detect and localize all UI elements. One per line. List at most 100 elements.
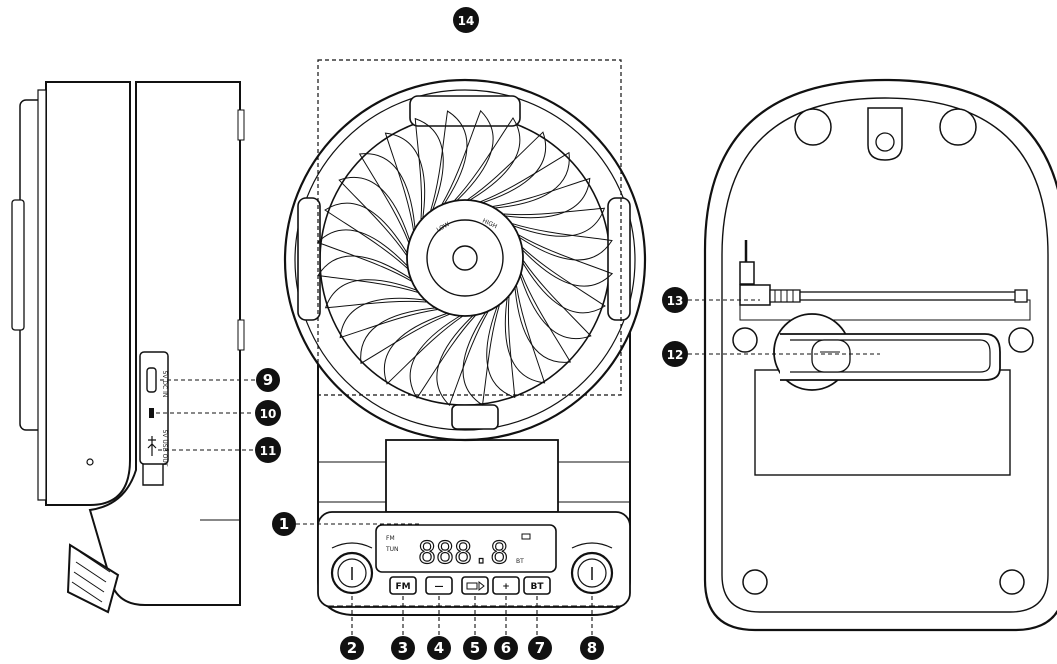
fan-center-cap bbox=[452, 245, 478, 271]
type-c-port-icon bbox=[146, 367, 157, 393]
side-housing-edge bbox=[37, 89, 47, 501]
side-fan-back bbox=[11, 199, 25, 331]
side-view: 5V DC IN 5V USB OUT bbox=[11, 81, 245, 614]
usb-icon bbox=[147, 436, 157, 456]
minus-button[interactable]: — bbox=[425, 576, 453, 595]
right-knob[interactable] bbox=[570, 542, 614, 595]
fan-blade bbox=[324, 279, 427, 309]
callout-13: 13 bbox=[662, 287, 688, 313]
play-pause-icon bbox=[466, 580, 485, 592]
fm-button-label: FM bbox=[395, 582, 410, 592]
svg-text:9: 9 bbox=[263, 371, 273, 389]
svg-text:7: 7 bbox=[535, 639, 545, 657]
svg-text:3: 3 bbox=[398, 639, 408, 657]
svg-text:14: 14 bbox=[458, 14, 475, 28]
fan-blade bbox=[339, 297, 438, 339]
mount-hole-right bbox=[939, 108, 977, 146]
svg-text:13: 13 bbox=[667, 294, 684, 308]
fan-blade bbox=[518, 260, 592, 340]
fan-blades bbox=[316, 109, 614, 407]
callout-badges: 1 2 3 4 5 6 7 8 9 10 11 12 13 14 bbox=[255, 7, 688, 660]
svg-text:10: 10 bbox=[260, 407, 277, 421]
svg-text:6: 6 bbox=[501, 639, 511, 657]
fan-blade bbox=[492, 177, 591, 219]
fan-blade bbox=[514, 273, 572, 363]
callout-9: 9 bbox=[256, 368, 280, 392]
back-view bbox=[703, 78, 1057, 632]
fm-button[interactable]: FM bbox=[389, 576, 417, 595]
fan-blade bbox=[358, 153, 416, 243]
fan-blade bbox=[486, 296, 516, 399]
fan-blade bbox=[518, 234, 614, 287]
dc-in-label: 5V DC IN bbox=[161, 371, 168, 398]
callout-leaders bbox=[156, 299, 880, 636]
fan-blade bbox=[519, 247, 606, 314]
svg-text:8: 8 bbox=[587, 639, 597, 657]
svg-text:11: 11 bbox=[260, 444, 277, 458]
fan-blade bbox=[324, 202, 411, 269]
fan-blade bbox=[384, 132, 426, 231]
control-panel: FM TUN 888.8 BT FM bbox=[317, 511, 631, 608]
fan-blade bbox=[414, 117, 444, 220]
bottom-latch bbox=[451, 404, 499, 430]
callout-12: 12 bbox=[662, 341, 688, 367]
callout-7: 7 bbox=[528, 636, 552, 660]
right-handle bbox=[607, 197, 631, 321]
front-neck-block bbox=[385, 439, 559, 513]
side-pinhole bbox=[86, 458, 94, 466]
left-handle bbox=[297, 197, 321, 321]
fan-blade bbox=[462, 305, 500, 406]
fan-blade bbox=[360, 307, 450, 365]
left-knob[interactable] bbox=[330, 542, 374, 595]
svg-text:5: 5 bbox=[470, 639, 480, 657]
fan-blade bbox=[480, 151, 570, 209]
indicator-led-icon bbox=[149, 408, 154, 418]
lcd-battery-icon bbox=[521, 533, 531, 540]
fan-blade bbox=[503, 207, 606, 237]
callout-4: 4 bbox=[427, 636, 451, 660]
usb-out-label: 5V USB OUT bbox=[161, 430, 168, 467]
lcd-screen bbox=[375, 524, 557, 573]
lcd-bt-label: BT bbox=[516, 558, 524, 565]
fan-head-dashed-box bbox=[317, 59, 622, 396]
callout-5: 5 bbox=[463, 636, 487, 660]
fan-blade bbox=[436, 311, 489, 407]
callout-8: 8 bbox=[580, 636, 604, 660]
fan-blade bbox=[409, 312, 476, 399]
callout-14: 14 bbox=[453, 7, 479, 33]
lcd-tun-label: TUN bbox=[385, 546, 399, 553]
svg-text:2: 2 bbox=[347, 639, 357, 657]
fan-blade bbox=[441, 109, 494, 205]
plus-button-label: + bbox=[502, 582, 510, 592]
fan-blade bbox=[467, 131, 547, 205]
callout-10: 10 bbox=[255, 400, 281, 426]
mount-hole-left bbox=[794, 108, 832, 146]
lcd-fm-label: FM bbox=[386, 535, 395, 542]
bt-button-label: BT bbox=[531, 582, 545, 592]
plus-button[interactable]: + bbox=[492, 576, 520, 595]
top-handle bbox=[409, 95, 521, 127]
svg-text:1: 1 bbox=[279, 515, 289, 533]
bt-button[interactable]: BT bbox=[523, 576, 551, 595]
svg-text:12: 12 bbox=[667, 348, 684, 362]
callout-2: 2 bbox=[340, 636, 364, 660]
fan-blade bbox=[338, 176, 412, 256]
callout-11: 11 bbox=[255, 437, 281, 463]
svg-text:4: 4 bbox=[434, 639, 444, 657]
front-view: LOW HIGH FM TUN 888.8 BT bbox=[283, 59, 647, 616]
fan-blade bbox=[454, 117, 521, 204]
rear-stand-clip bbox=[773, 313, 1001, 391]
callout-6: 6 bbox=[494, 636, 518, 660]
side-housing-front bbox=[45, 81, 131, 506]
callout-1: 1 bbox=[272, 512, 296, 536]
callout-3: 3 bbox=[391, 636, 415, 660]
telescopic-antenna bbox=[739, 240, 1028, 306]
play-pause-button[interactable] bbox=[461, 576, 489, 595]
minus-button-label: — bbox=[435, 582, 444, 592]
side-knob bbox=[66, 543, 120, 614]
fan-blade bbox=[383, 311, 463, 385]
fan-blade bbox=[512, 223, 613, 261]
lcd-digits: 888.8 bbox=[418, 536, 508, 571]
fan-blade bbox=[504, 285, 546, 384]
